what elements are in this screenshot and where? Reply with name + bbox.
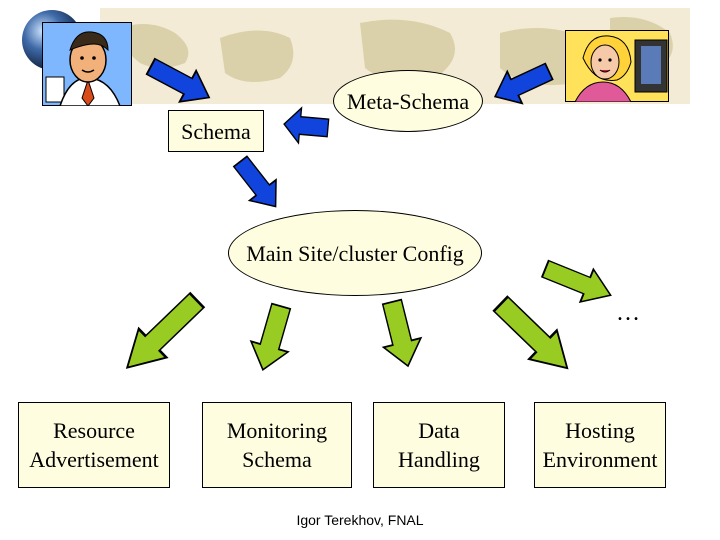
monitoring-schema-node: Monitoring Schema [202,402,352,488]
man-icon [42,22,132,106]
arrow-man-to-meta-schema [141,50,219,114]
arrow-to-monitoring-schema [243,300,301,376]
resource-advertisement-node: Resource Advertisement [18,402,170,488]
arrow-to-resource-advertisement [112,284,212,384]
more-indicator: … [616,300,642,326]
arrow-to-data-handling [372,296,428,372]
arrow-woman-to-meta-schema [486,54,558,114]
arrow-to-hosting-environment [485,288,583,384]
schema-label: Schema [181,118,251,144]
main-config-node: Main Site/cluster Config [228,210,482,296]
resource-advertisement-label: Resource Advertisement [29,418,159,472]
arrow-schema-to-main-config [226,150,290,218]
meta-schema-label: Meta-Schema [346,88,470,114]
data-handling-node: Data Handling [373,402,505,488]
footer-credit: Igor Terekhov, FNAL [296,512,424,528]
arrow-meta-schema-to-schema [281,105,331,147]
arrow-to-more [537,251,619,313]
hosting-environment-node: Hosting Environment [534,402,666,488]
hosting-environment-label: Hosting Environment [542,418,658,472]
main-config-label: Main Site/cluster Config [246,240,464,266]
woman-at-computer-icon [565,30,669,102]
data-handling-label: Data Handling [398,418,480,472]
meta-schema-node: Meta-Schema [333,70,483,132]
schema-node: Schema [168,110,264,152]
monitoring-schema-label: Monitoring Schema [226,418,328,472]
